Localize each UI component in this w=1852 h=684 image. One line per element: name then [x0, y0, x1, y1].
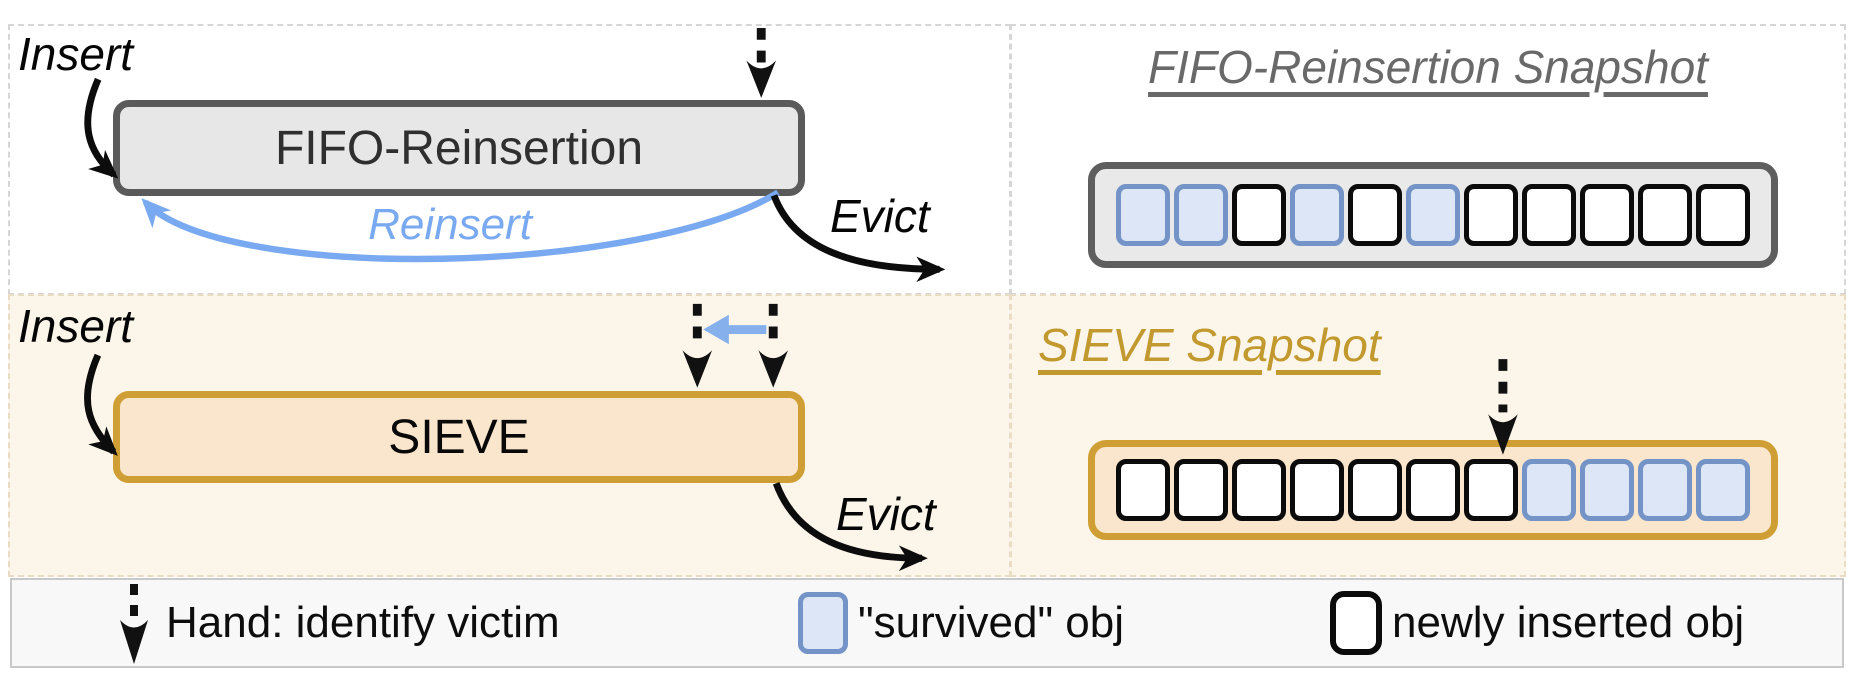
cache-slot: [1348, 184, 1402, 246]
cache-slot: [1406, 459, 1460, 521]
cache-slot: [1348, 459, 1402, 521]
cache-slot: [1174, 459, 1228, 521]
cache-slot: [1522, 459, 1576, 521]
cache-slot: [1638, 459, 1692, 521]
cache-slot: [1580, 459, 1634, 521]
legend: Hand: identify victim "survived" obj new…: [10, 578, 1844, 668]
fifo-snapshot-panel: FIFO-Reinsertion Snapshot: [1010, 24, 1846, 295]
legend-survived-swatch: [798, 592, 848, 654]
cache-slot: [1232, 459, 1286, 521]
legend-hand-item: Hand: identify victim: [112, 580, 560, 666]
legend-hand-icon: [120, 584, 148, 664]
cache-slot: [1290, 184, 1344, 246]
hand-move-left-arrow: [703, 314, 767, 345]
cache-slot: [1696, 459, 1750, 521]
evict-label: Evict: [830, 190, 930, 242]
fifo-snapshot-title: FIFO-Reinsertion Snapshot: [1148, 41, 1708, 93]
legend-new-item: newly inserted obj: [1330, 580, 1744, 666]
fifo-queue-box: FIFO-Reinsertion: [113, 100, 805, 196]
cache-slot: [1232, 184, 1286, 246]
hand-arrow-old-position: [758, 303, 789, 388]
insert-arrow: [84, 77, 119, 179]
cache-slot: [1116, 459, 1170, 521]
sieve-snapshot-panel: SIEVE Snapshot: [1010, 294, 1846, 577]
legend-new-label: newly inserted obj: [1392, 598, 1745, 647]
reinsert-label: Reinsert: [368, 200, 532, 249]
sieve-snapshot-title: SIEVE Snapshot: [1038, 319, 1381, 371]
sieve-cache-container: [1088, 440, 1778, 540]
cache-slot: [1580, 184, 1634, 246]
sieve-panel: Insert SIEVE Evict: [8, 294, 1011, 577]
cache-slot: [1174, 184, 1228, 246]
cache-slot: [1464, 459, 1518, 521]
insert-label: Insert: [18, 300, 134, 352]
cache-slot: [1522, 184, 1576, 246]
fifo-cache-container: [1088, 162, 1778, 268]
legend-new-swatch: [1330, 591, 1382, 655]
fifo-box-label: FIFO-Reinsertion: [274, 121, 644, 175]
cache-slot: [1638, 184, 1692, 246]
hand-arrow: [746, 27, 777, 98]
insert-arrow: [84, 353, 118, 456]
cache-slot: [1696, 184, 1750, 246]
hand-arrow-new-position: [682, 303, 713, 388]
cache-slot: [1116, 184, 1170, 246]
evict-label: Evict: [836, 488, 936, 540]
cache-slot: [1406, 184, 1460, 246]
insert-label: Insert: [18, 28, 134, 80]
cache-slot: [1290, 459, 1344, 521]
sieve-queue-box: SIEVE: [113, 391, 805, 483]
legend-survived-label: "survived" obj: [858, 598, 1125, 647]
fifo-reinsertion-panel: Insert FIFO-Reinsertion Evict Reinsert: [8, 24, 1011, 295]
sieve-box-label: SIEVE: [388, 410, 530, 464]
legend-hand-label: Hand: identify victim: [166, 598, 560, 647]
cache-slot: [1464, 184, 1518, 246]
legend-survived-item: "survived" obj: [798, 580, 1124, 666]
